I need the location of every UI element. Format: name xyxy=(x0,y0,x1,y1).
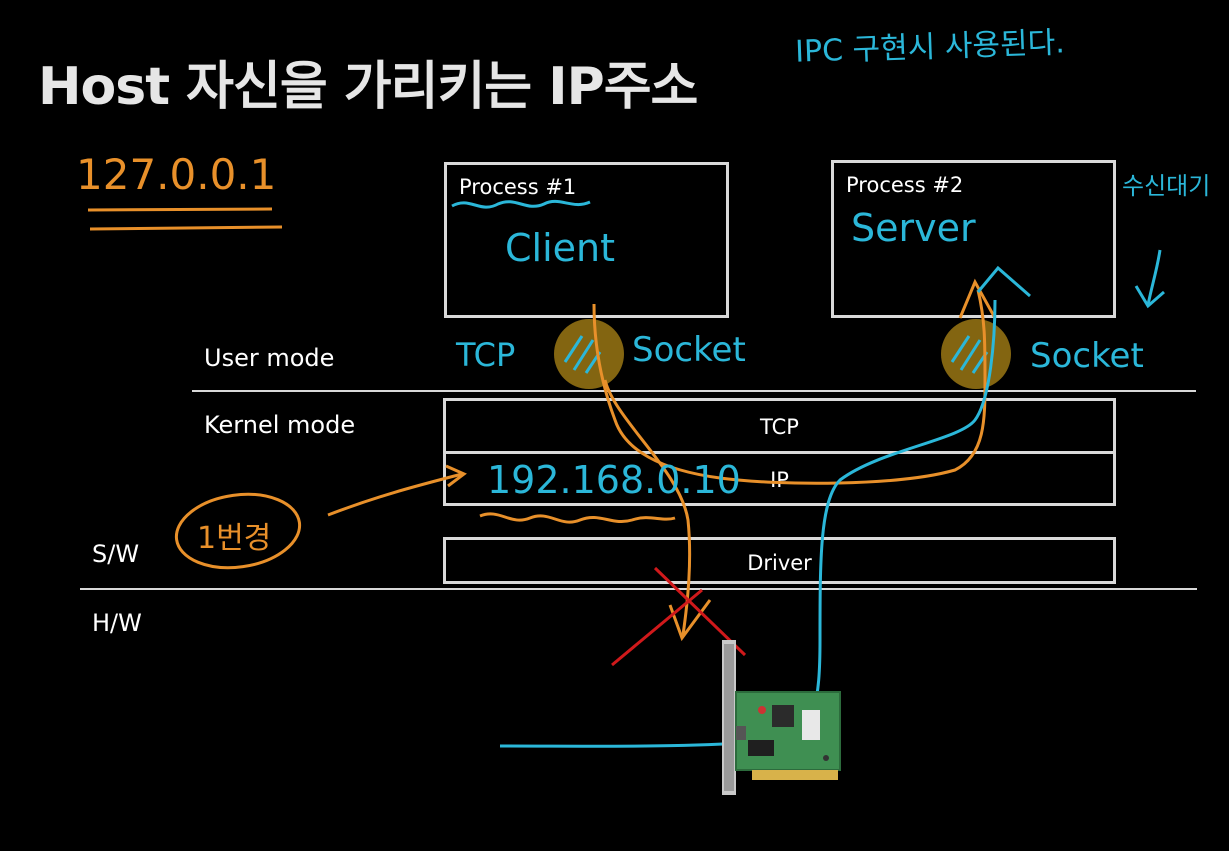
wait-arrow xyxy=(1146,249,1162,306)
hw-label: H/W xyxy=(92,609,142,637)
orange-data-path xyxy=(592,289,987,485)
driver-layer-label: Driver xyxy=(747,551,812,575)
loopback-underline-1 xyxy=(87,207,273,212)
process-1-box: Process #1 xyxy=(444,162,729,318)
change-circle xyxy=(174,492,302,570)
tcp-layer-label: TCP xyxy=(760,415,799,439)
ipc-note: IPC 구현시 사용된다. xyxy=(794,25,1066,70)
loopback-address: 127.0.0.1 xyxy=(76,150,277,199)
kernel-mode-label: Kernel mode xyxy=(204,411,356,439)
user-kernel-divider xyxy=(192,390,1196,392)
socket-right-note: Socket xyxy=(1030,336,1144,376)
socket-right-circle xyxy=(941,319,1011,389)
network-card-icon xyxy=(722,640,841,795)
server-note: Server xyxy=(851,206,976,250)
process1-squiggle xyxy=(451,199,591,209)
change-note: 1번경 xyxy=(197,521,272,556)
driver-layer: Driver xyxy=(443,537,1116,584)
sw-hw-divider xyxy=(80,588,1197,590)
sw-label: S/W xyxy=(92,540,140,568)
change-arrow xyxy=(327,472,463,517)
orange-down-path xyxy=(603,379,692,636)
process-1-label: Process #1 xyxy=(459,175,577,199)
ip-squiggle xyxy=(479,512,676,524)
tcp-hand-note: TCP xyxy=(456,336,516,374)
socket-hatch xyxy=(563,335,989,374)
loopback-underline-2 xyxy=(89,225,283,231)
local-ip-note: 192.168.0.10 xyxy=(487,458,741,502)
cyan-data-path xyxy=(499,299,997,748)
wait-note: 수신대기 xyxy=(1122,172,1211,200)
socket-left-circle xyxy=(554,319,624,389)
process-2-label: Process #2 xyxy=(846,173,964,197)
socket-left-note: Socket xyxy=(632,330,746,370)
user-mode-label: User mode xyxy=(204,344,335,372)
client-note: Client xyxy=(505,226,616,270)
process-2-box: Process #2 xyxy=(831,160,1116,318)
page-title: Host 자신을 가리키는 IP주소 xyxy=(38,57,698,117)
ip-layer-label: IP xyxy=(770,468,789,492)
